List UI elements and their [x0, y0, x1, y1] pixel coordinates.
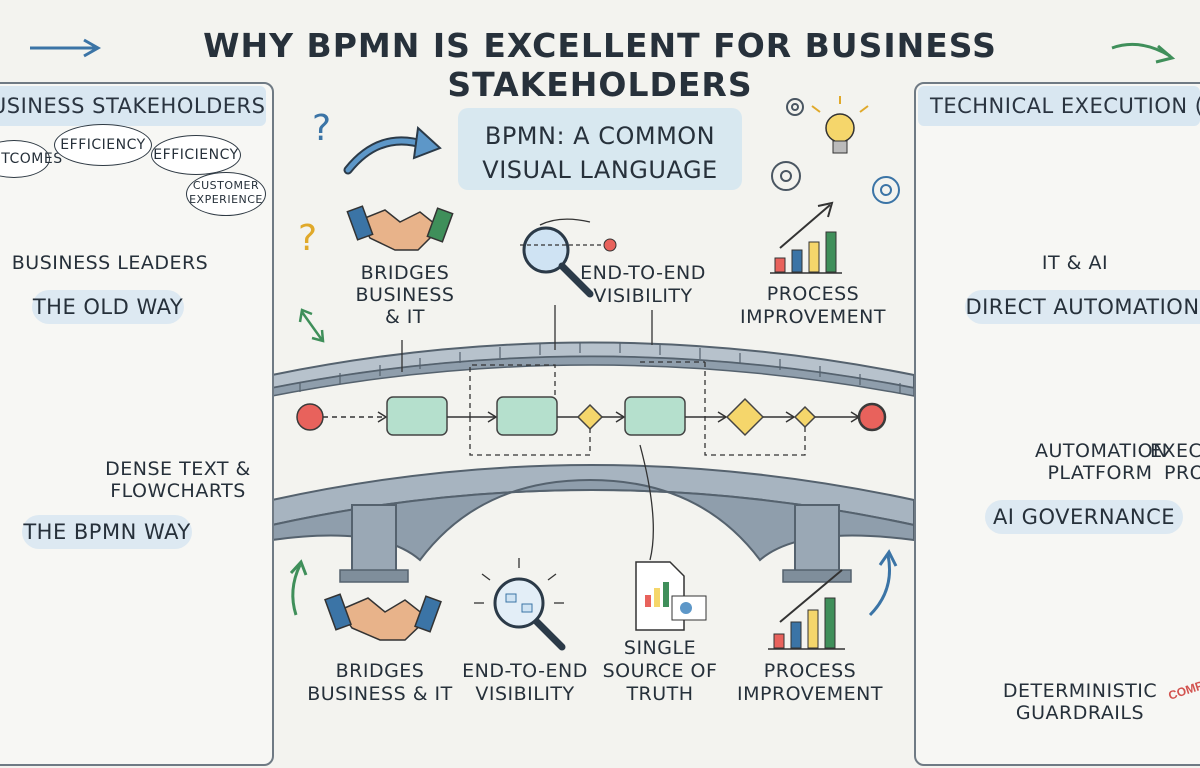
gear-icon: [771, 98, 900, 204]
curved-arrow-icon-top: [343, 125, 442, 175]
double-arrow-icon: [298, 308, 325, 343]
start-event-icon: [296, 403, 324, 431]
the-bpmn-way-pill: THE BPMN WAY: [22, 515, 192, 549]
center-box-line1: BPMN: A COMMON: [484, 122, 716, 150]
growth-chart-icon-bottom: [768, 569, 845, 650]
automation-platform-line2: PLATFORM: [1047, 462, 1153, 484]
truth-label-line3: TRUTH: [626, 683, 694, 705]
compliant-stamp-text: COMPLIANT: [1166, 667, 1200, 703]
bubble-customer-experience: CUSTOMER EXPERIENCE: [186, 172, 266, 216]
task-1: [386, 396, 448, 436]
ai-governance-pill: AI GOVERNANCE: [985, 500, 1183, 534]
visibility-label-bottom-line1: END-TO-END: [462, 660, 588, 682]
bridges-label-top-line1: BRIDGES: [360, 262, 450, 284]
bubble-efficiency-1: EFFICIENCY: [54, 124, 152, 166]
guardrails-line1: DETERMINISTIC: [1002, 680, 1158, 702]
truth-label-line1: SINGLE: [623, 637, 697, 659]
direct-automation-pill: DIRECT AUTOMATION: [965, 290, 1200, 324]
it-ai-label: IT & AI: [1041, 252, 1109, 274]
business-stakeholders-header-text: BUSINESS STAKEHOLDERS: [0, 94, 266, 118]
business-leaders-label: BUSINESS LEADERS: [11, 252, 209, 274]
end-event-icon: [857, 402, 887, 432]
execute-process-line2: PROCESS: [1164, 462, 1200, 484]
task-2: [496, 396, 558, 436]
truth-label-line2: SOURCE OF: [602, 660, 718, 682]
svg-text:?: ?: [298, 218, 317, 259]
dense-text-label-line1: DENSE TEXT &: [105, 458, 251, 480]
curved-arrow-icon-bottom: [289, 559, 308, 616]
handshake-icon-top: [346, 205, 454, 251]
the-old-way-pill: THE OLD WAY: [32, 290, 184, 324]
handshake-icon-bottom: [324, 593, 442, 641]
gateway-2: [725, 397, 765, 437]
title-left-arrow-icon: [30, 38, 102, 58]
center-box-line2: VISUAL LANGUAGE: [482, 156, 718, 184]
gateway-1: [576, 403, 604, 431]
technical-execution-header: TECHNICAL EXECUTION (IT & AI): [918, 86, 1200, 126]
curved-arrow-icon-bottom-right: [868, 549, 898, 617]
execute-process-line1: EXECUTE: [1150, 440, 1200, 462]
compliant-stamp-clip: COMPLIANT: [1165, 660, 1200, 716]
bubble-efficiency-2: EFFICIENCY: [151, 135, 241, 175]
improvement-label-bottom-line1: PROCESS: [763, 660, 857, 682]
dense-text-label-line2: FLOWCHARTS: [110, 480, 246, 502]
bpmn-process-flow: [296, 305, 887, 561]
task-3: [624, 396, 686, 436]
bridge-bottom-arch: [271, 464, 915, 583]
improvement-label-top-line1: PROCESS: [766, 283, 860, 305]
technical-execution-panel: [914, 82, 1200, 766]
bridges-label-bottom-line2: BUSINESS & IT: [307, 683, 453, 705]
execute-process-clip: EXECUTE PROCESS: [1150, 440, 1200, 488]
magnifier-icon-top: [520, 218, 617, 298]
visibility-label-top-line2: VISIBILITY: [593, 285, 693, 307]
lightbulb-icon: [811, 96, 869, 154]
guardrails-line2: GUARDRAILS: [1015, 702, 1145, 724]
visibility-label-top-line1: END-TO-END: [580, 262, 706, 284]
bridges-label-top-line2: BUSINESS: [355, 284, 455, 306]
magnifier-icon-bottom: [474, 558, 566, 651]
title-right-arrow-icon: [1111, 42, 1176, 64]
bridges-label-bottom-line1: BRIDGES: [335, 660, 425, 682]
business-stakeholders-header: BUSINESS STAKEHOLDERS: [0, 86, 266, 126]
page-title: WHY BPMN IS EXCELLENT FOR BUSINESS STAKE…: [203, 26, 997, 104]
visibility-label-bottom-line2: VISIBILITY: [475, 683, 575, 705]
svg-text:?: ?: [312, 108, 331, 149]
growth-chart-icon-top: [770, 201, 842, 274]
bridge-top-deck: [271, 341, 915, 397]
automation-platform-line1: AUTOMATION: [1035, 440, 1168, 462]
improvement-label-top-line2: IMPROVEMENT: [740, 306, 886, 328]
bridges-label-top-line3: & IT: [384, 306, 426, 328]
document-icon: [635, 561, 707, 631]
common-visual-language-box: BPMN: A COMMON VISUAL LANGUAGE: [458, 108, 742, 190]
improvement-label-bottom-line2: IMPROVEMENT: [737, 683, 883, 705]
